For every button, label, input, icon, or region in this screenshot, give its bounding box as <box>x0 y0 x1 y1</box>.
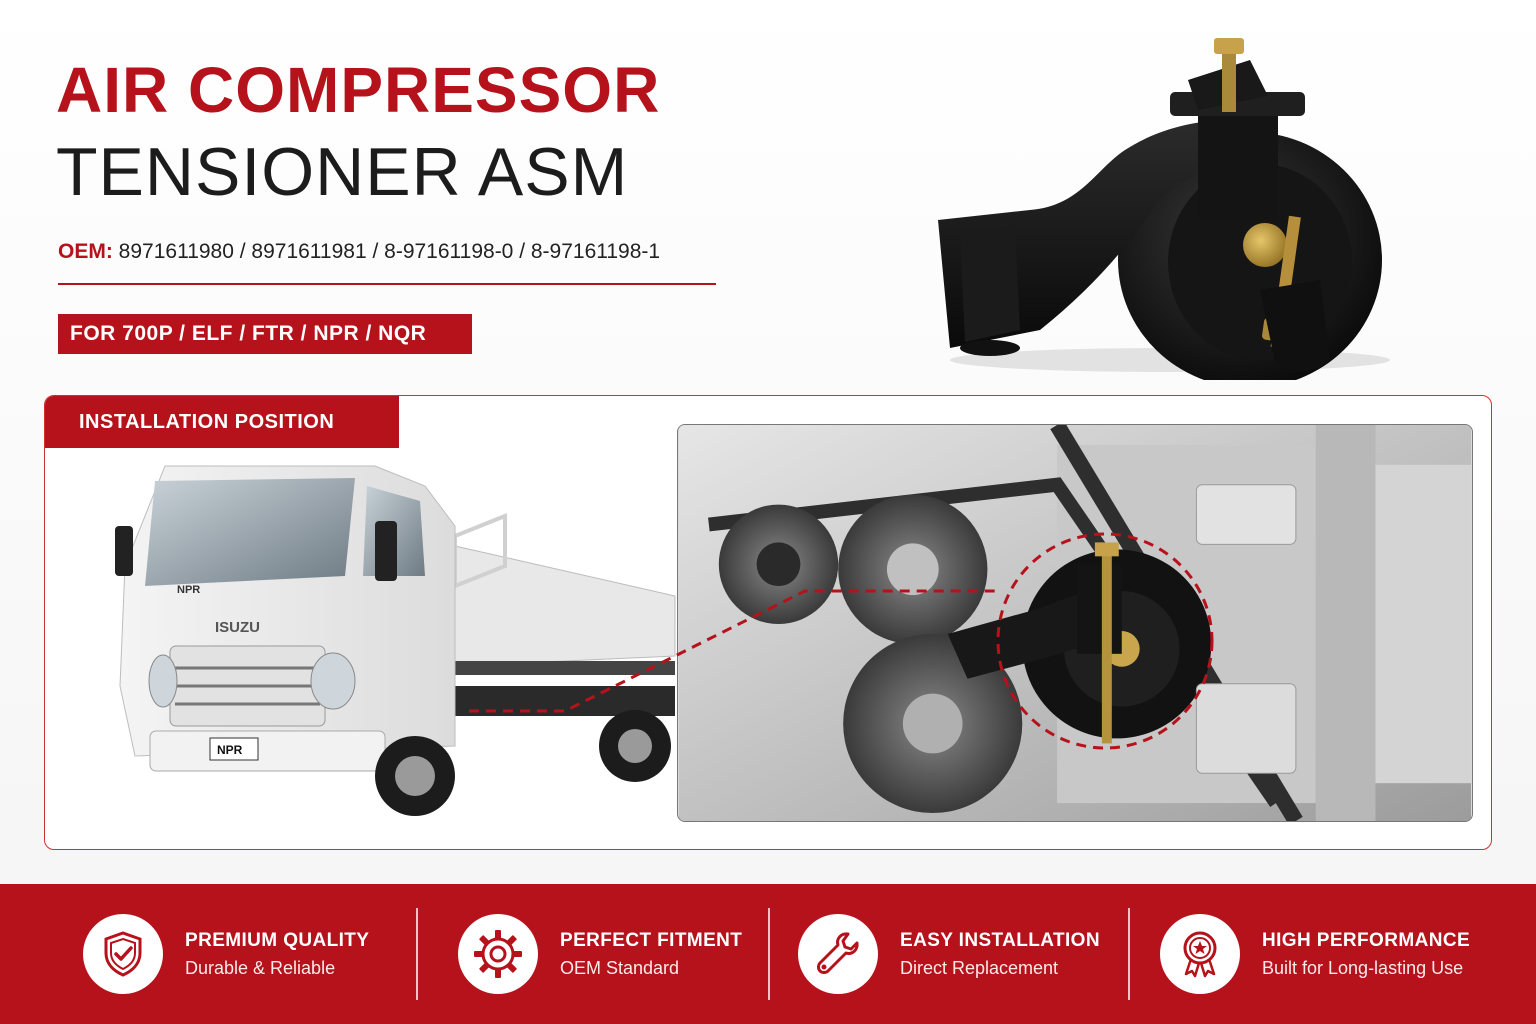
feature-divider <box>1128 908 1130 1000</box>
engine-bay-image <box>677 424 1473 822</box>
feature-title: HIGH PERFORMANCE <box>1262 929 1471 951</box>
product-image <box>938 38 1390 380</box>
feature-title: EASY INSTALLATION <box>900 929 1100 951</box>
truck-brand: ISUZU <box>215 619 260 636</box>
feature-subtitle: Durable & Reliable <box>185 957 336 978</box>
shield-check-icon <box>83 914 163 994</box>
features-bar: PREMIUM QUALITY Durable & Reliable <box>0 884 1536 1024</box>
truck-plate: NPR <box>217 743 243 757</box>
feature-high-performance: HIGH PERFORMANCE Built for Long-lasting … <box>1160 884 1470 1024</box>
oem-label: OEM: <box>58 240 113 263</box>
installation-panel: INSTALLATION POSITION <box>44 395 1492 850</box>
title-line-1: AIR COMPRESSOR <box>56 54 661 126</box>
fitment-badge: FOR 700P / ELF / FTR / NPR / NQR <box>58 314 472 354</box>
feature-premium-quality: PREMIUM QUALITY Durable & Reliable <box>83 884 369 1024</box>
title-line-2: TENSIONER ASM <box>56 134 629 210</box>
feature-subtitle: Direct Replacement <box>900 957 1059 978</box>
feature-subtitle: Built for Long-lasting Use <box>1262 957 1464 978</box>
feature-subtitle: OEM Standard <box>560 957 680 978</box>
feature-perfect-fitment: PERFECT FITMENT OEM Standard <box>458 884 742 1024</box>
feature-divider <box>416 908 418 1000</box>
medal-star-icon <box>1160 914 1240 994</box>
feature-title: PREMIUM QUALITY <box>185 929 370 951</box>
wrench-icon <box>798 914 878 994</box>
gear-icon <box>458 914 538 994</box>
oem-values: 8971611980 / 8971611981 / 8-97161198-0 /… <box>118 240 661 263</box>
header-divider <box>58 283 716 285</box>
feature-title: PERFECT FITMENT <box>560 929 743 951</box>
feature-divider <box>768 908 770 1000</box>
oem-numbers: OEM: 8971611980 / 8971611981 / 8-9716119… <box>58 240 660 264</box>
installation-tab: INSTALLATION POSITION <box>45 396 399 448</box>
grille-badge: NPR <box>177 584 200 596</box>
truck-image: NPR ISUZU NPR <box>115 465 676 816</box>
feature-easy-installation: EASY INSTALLATION Direct Replacement <box>798 884 1100 1024</box>
